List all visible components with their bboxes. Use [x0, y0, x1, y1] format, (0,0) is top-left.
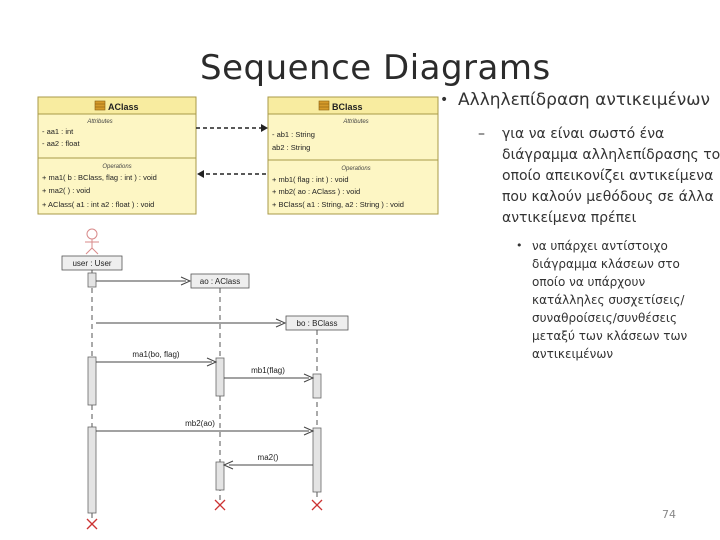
- message-mb2: mb2(ao): [96, 419, 315, 436]
- aclass-op-3: + AClass( a1 : int a2 : float ) : void: [42, 200, 154, 209]
- destroy-ao-icon: [214, 499, 226, 511]
- bullet-level2-text: για να είναι σωστό ένα διάγραμμα αλληλεπ…: [502, 126, 720, 226]
- aclass-op-2: + ma2( ) : void: [42, 186, 90, 195]
- message-ma2-label: ma2(): [258, 453, 279, 462]
- aclass-attr-2: - aa2 : float: [42, 139, 80, 148]
- bullet-level1: Αλληλεπίδραση αντικειμένων: [436, 88, 716, 112]
- class-icon: [318, 100, 330, 111]
- create-arrows: [96, 276, 287, 328]
- bclass-name: BClass: [332, 102, 363, 112]
- destroy-bo-icon: [311, 499, 323, 511]
- aclass-name: AClass: [108, 102, 139, 112]
- bclass-op-2: + mb2( ao : AClass ) : void: [272, 187, 360, 196]
- aclass-box: AClass Attributes - aa1 : int - aa2 : fl…: [37, 96, 197, 215]
- lifeline-ao-label: ao : AClass: [200, 277, 240, 286]
- bullet-level2: – για να είναι σωστό ένα διάγραμμα αλληλ…: [474, 124, 720, 229]
- lifeline-bo: bo : BClass: [285, 315, 349, 331]
- bclass-ops-header: Operations: [341, 166, 370, 172]
- bullet-list: Αλληλεπίδραση αντικειμένων – για να είνα…: [436, 88, 720, 363]
- bclass-op-3: + BClass( a1 : String, a2 : String ) : v…: [272, 200, 404, 209]
- actor-stick-figure: [85, 228, 99, 255]
- activation-bars: [87, 272, 322, 514]
- aclass-op-1: + ma1( b : BClass, flag : int ) : void: [42, 173, 157, 182]
- class-icon: [94, 100, 106, 111]
- aclass-attr-1: - aa1 : int: [42, 127, 74, 136]
- bclass-attr-1: - ab1 : String: [272, 130, 315, 139]
- message-mb2-label: mb2(ao): [185, 419, 215, 428]
- message-ma1-label: ma1(bo, flag): [132, 350, 179, 359]
- lifeline-stems: [91, 270, 318, 520]
- aclass-attr-header: Attributes: [86, 119, 112, 125]
- actor-label: user : User: [72, 259, 111, 268]
- lifeline-ao: ao : AClass: [190, 273, 250, 289]
- bclass-attr-header: Attributes: [342, 119, 368, 125]
- lifeline-bo-label: bo : BClass: [297, 319, 338, 328]
- destroy-user-icon: [86, 518, 98, 530]
- bclass-attr-2: ab2 : String: [272, 143, 310, 152]
- uml-diagram: AClass Attributes - aa1 : int - aa2 : fl…: [37, 96, 439, 530]
- message-mb1: mb1(flag): [224, 366, 315, 383]
- bclass-op-1: + mb1( flag : int ) : void: [272, 175, 349, 184]
- association-arrows: [196, 124, 268, 178]
- message-mb1-label: mb1(flag): [251, 366, 285, 375]
- actor-user: user : User: [61, 228, 123, 271]
- slide-title: Sequence Diagrams: [200, 48, 551, 88]
- destroy-markers: [86, 499, 323, 530]
- bullet-level3: να υπάρχει αντίστοιχο διάγραμμα κλάσεων …: [514, 237, 692, 363]
- bclass-box: BClass Attributes - ab1 : String ab2 : S…: [267, 96, 439, 215]
- page-number: 74: [662, 508, 676, 521]
- bullet-dash: –: [478, 126, 485, 142]
- aclass-ops-header: Operations: [102, 164, 131, 170]
- message-ma2: ma2(): [222, 453, 313, 470]
- message-ma1: ma1(bo, flag): [96, 350, 218, 367]
